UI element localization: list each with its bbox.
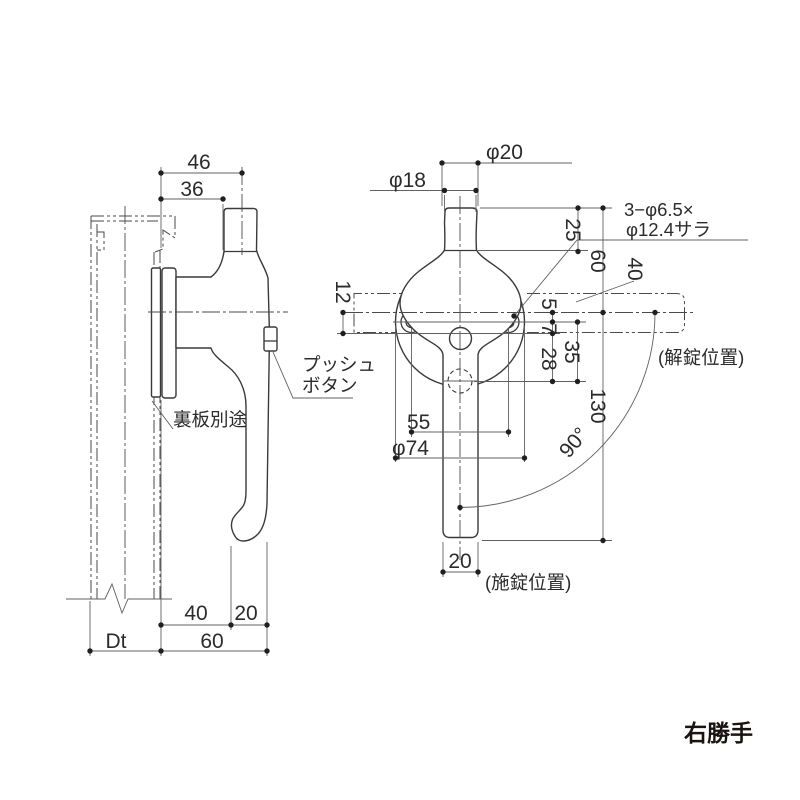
frame-section-phantom: [90, 206, 176, 599]
dim-dt-label: Dt: [106, 630, 127, 653]
dim-40-side-label: 40: [184, 602, 207, 625]
dim-angle-label: 90°: [555, 423, 593, 462]
holes-note-line2: φ12.4サラ: [626, 219, 711, 240]
dim-25-label: 25: [561, 218, 584, 241]
dim-55-label: 55: [407, 411, 430, 434]
side-view: 46 36 40 20 Dt 60 裏板別途 プッシュ ボタン: [66, 151, 376, 656]
dim-60-label: 60: [586, 249, 609, 272]
handle-side-silhouette: [175, 207, 271, 542]
dim-20-side-label: 20: [234, 602, 257, 625]
unlocked-position-label: (解錠位置): [658, 347, 744, 368]
side-bottom-dimensions: 40 20 Dt 60: [87, 400, 270, 656]
dim-46-label: 46: [187, 151, 210, 174]
handle-front-silhouette: [399, 207, 522, 539]
holes-note-line1: 3−φ6.5×: [624, 199, 694, 220]
bottom-width-dimension: 20: [440, 542, 481, 577]
front-top-dimensions: φ20 φ18: [370, 141, 572, 212]
dim-130-label: 130: [586, 388, 609, 423]
handing-label: 右勝手: [684, 720, 753, 746]
right-dimension-column: 25 60 130 40: [478, 205, 646, 544]
side-notes: 裏板別途 プッシュ ボタン: [151, 351, 376, 430]
back-plate-note: 裏板別途: [173, 409, 247, 430]
dim-phi20-label: φ20: [486, 141, 523, 164]
locked-position-label: (施錠位置): [485, 572, 571, 593]
width-dimensions: 55 φ74: [392, 326, 528, 462]
break-line: [66, 582, 172, 615]
dim-7-label: 7: [537, 323, 560, 335]
spindle-circle: [448, 326, 473, 351]
dim-28-label: 28: [537, 347, 560, 370]
dim-35-label: 35: [560, 340, 583, 363]
push-button-note-line1: プッシュ: [302, 354, 376, 375]
handle-base-plate-side: [161, 267, 177, 399]
vertical-chain-dimensions: 5 7 28 35: [474, 298, 586, 385]
back-plate-leader: [151, 400, 174, 430]
push-button-leader: [272, 351, 353, 399]
dim-20-front-label: 20: [448, 550, 471, 573]
dim-36-label: 36: [180, 178, 203, 201]
front-view: φ20 φ18 3−φ6.5× φ12.4サラ 25 60 130 40: [331, 141, 748, 593]
dim-60-side-label: 60: [200, 630, 223, 653]
side-top-dimensions: 46 36: [158, 151, 245, 250]
dim-40-leader: [575, 280, 635, 303]
dim-5-label: 5: [537, 298, 560, 310]
dim-phi74-label: φ74: [392, 437, 429, 460]
dim-phi18-label: φ18: [389, 169, 426, 192]
holes-note: 3−φ6.5× φ12.4サラ: [511, 199, 748, 319]
dim-12-group: 12: [331, 280, 354, 337]
push-button: [263, 326, 278, 352]
dim-40-label: 40: [623, 257, 646, 280]
push-button-note-line2: ボタン: [302, 375, 358, 396]
dim-12-label: 12: [331, 280, 354, 303]
back-plate: [150, 267, 162, 398]
frame-stub-phantom: [353, 293, 418, 333]
handle-unlocked-phantom: [527, 293, 685, 333]
